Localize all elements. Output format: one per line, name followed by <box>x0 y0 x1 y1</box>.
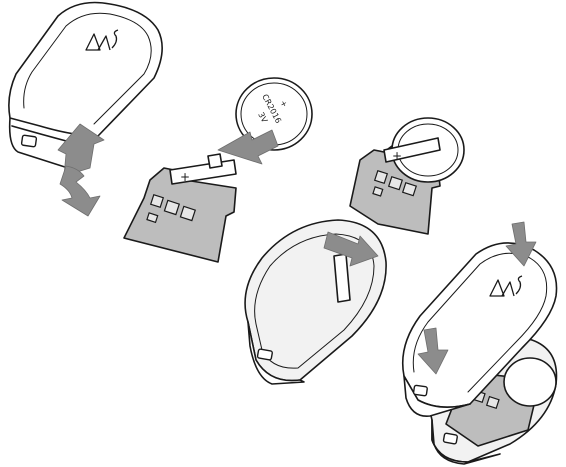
fob-top-cover <box>8 1 163 137</box>
remote-logo-icon <box>489 275 523 297</box>
closing-cover-key-ring-slot <box>412 384 428 397</box>
remote-logo-icon <box>85 29 119 51</box>
installed-terminal-clip <box>383 137 441 163</box>
closing-shell-key-ring-slot <box>442 432 458 445</box>
closing-top-cover-base <box>403 375 471 417</box>
up-arrow-icon <box>57 123 105 177</box>
open-shell-base <box>247 321 305 385</box>
pcb-component <box>146 212 159 224</box>
key-ring-slot <box>20 134 38 148</box>
fob-top-cover-inner-edge <box>23 12 152 125</box>
coin-battery: + CR2016 3V <box>235 77 313 151</box>
left-arrow-icon <box>217 129 279 165</box>
pcb-component <box>401 181 418 197</box>
terminal-polarity-label: + <box>180 170 190 184</box>
closing-bottom-shell-rim <box>431 419 501 465</box>
closing-top-cover-inner-edge <box>412 252 548 393</box>
pcb-component <box>372 186 384 197</box>
pcb-component <box>485 395 500 410</box>
down-arrow-icon <box>505 221 537 267</box>
step-place-pcb: + <box>244 117 465 385</box>
step-close-shell <box>401 221 558 465</box>
installed-terminal-polarity: + <box>392 149 402 163</box>
pcb-component <box>387 175 404 191</box>
step-insert-battery: + CR2016 3V + <box>123 77 313 263</box>
step-open-shell <box>8 1 163 217</box>
closing-battery <box>503 357 557 407</box>
insert-arrow-icon <box>323 231 379 267</box>
shell-key-ring-slot <box>256 348 273 361</box>
pcb-component <box>179 205 197 222</box>
battery-polarity-label: + <box>278 99 289 109</box>
battery-terminal-tab <box>207 153 223 169</box>
pcb-component <box>149 193 165 209</box>
down-arrow-icon <box>417 327 449 375</box>
pcb-component <box>163 199 181 216</box>
pcb-component <box>373 169 389 185</box>
down-arrow-icon <box>59 165 101 217</box>
